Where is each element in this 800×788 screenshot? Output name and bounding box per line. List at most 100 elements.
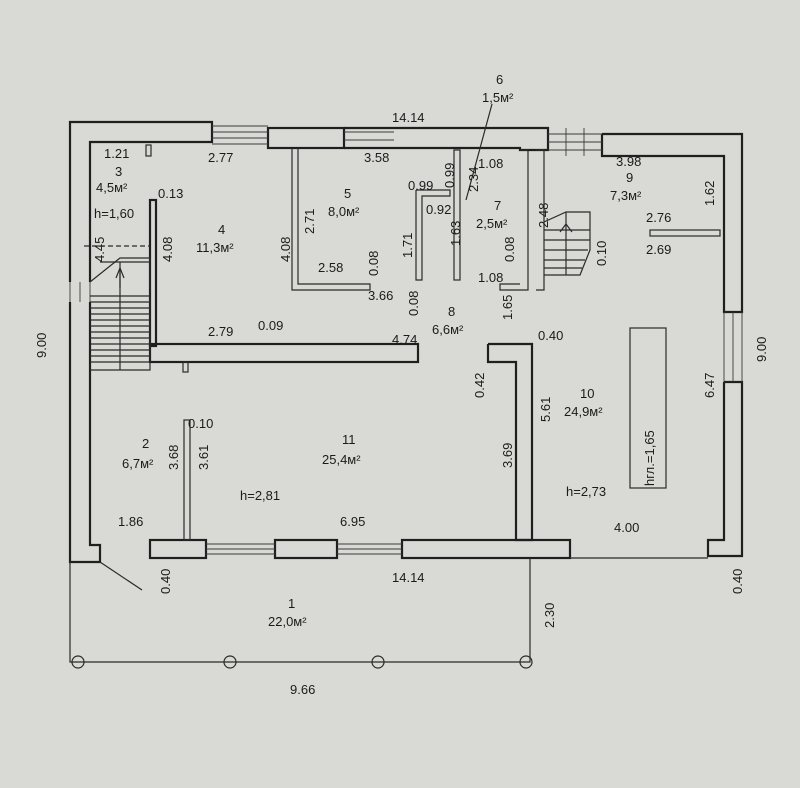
dim-1-08-a: 1.08 (478, 156, 503, 171)
dim-width-bottom: 14.14 (392, 570, 425, 585)
dim-0-92: 0.92 (426, 202, 451, 217)
wall-room2 (183, 419, 191, 541)
window-left (69, 282, 91, 302)
inspection-pit (629, 327, 667, 489)
dim-4-08-a: 4.08 (160, 237, 175, 262)
column-4 (519, 655, 533, 669)
room-8-number: 8 (448, 304, 455, 319)
dim-4-08-b: 4.08 (278, 237, 293, 262)
room-4-area: 11,3м² (196, 240, 234, 255)
room-10-height: h=2,73 (566, 484, 606, 499)
room-10-number: 10 (580, 386, 594, 401)
dim-0-10-b: 0.10 (188, 416, 213, 431)
dim-1-62: 1.62 (702, 181, 717, 206)
dim-4-45: 4.45 (92, 237, 107, 262)
room-6-area: 1,5м² (482, 90, 514, 105)
dim-wall-right: 0.40 (730, 569, 745, 594)
wall-room6 (415, 189, 451, 281)
room-labels: 1 22,0м² 2 6,7м² 3 4,5м² h=1,60 4 11,3м²… (94, 72, 657, 629)
room6-leader (465, 103, 493, 201)
dim-5-61: 5.61 (538, 397, 553, 422)
room-7-number: 7 (494, 198, 501, 213)
dim-2-69: 2.69 (646, 242, 671, 257)
column-1 (71, 655, 85, 669)
dim-0-08-c: 0.08 (406, 291, 421, 316)
dim-0-09: 0.09 (258, 318, 283, 333)
dim-0-40-mid: 0.40 (538, 328, 563, 343)
dim-0-08-b: 0.08 (502, 237, 517, 262)
wall-top-middle (344, 126, 550, 152)
wall-stub (182, 361, 189, 373)
dim-4-74: 4.74 (392, 332, 417, 347)
room-1-area: 22,0м² (268, 614, 307, 629)
wall-room5 (291, 148, 371, 291)
wall-room7-left (453, 149, 461, 281)
dim-6-95: 6.95 (340, 514, 365, 529)
dim-2-58: 2.58 (318, 260, 343, 275)
dim-0-08-a: 0.08 (366, 251, 381, 276)
dim-1-71: 1.71 (400, 233, 415, 258)
dim-3-66: 3.66 (368, 288, 393, 303)
window-top-left (212, 125, 268, 145)
dim-0-42: 0.42 (472, 373, 487, 398)
staircase-right (543, 211, 591, 276)
dim-terrace-depth: 2.30 (542, 603, 557, 628)
room-3-number: 3 (115, 164, 122, 179)
window-bottom-right (337, 543, 402, 555)
wall-room9-stub (649, 229, 721, 237)
windows (69, 125, 743, 555)
staircase-left (84, 245, 151, 371)
dim-2-79: 2.79 (208, 324, 233, 339)
dim-1-65: 1.65 (500, 295, 515, 320)
dim-width-top: 14.14 (392, 110, 425, 125)
room-9-number: 9 (626, 170, 633, 185)
window-top-middle (344, 131, 394, 141)
pit-depth: hгл.=1,65 (642, 430, 657, 486)
terrace (69, 557, 708, 669)
wall-left-lower (68, 302, 102, 564)
dim-height-right: 9.00 (754, 337, 769, 362)
room-8-area: 6,6м² (432, 322, 464, 337)
dim-0-13: 0.13 (158, 186, 183, 201)
dimensions: 14.14 14.14 9.00 9.00 9.66 2.30 0.40 0.4… (34, 110, 769, 697)
room-2-number: 2 (142, 436, 149, 451)
wall-room9-left (536, 149, 545, 291)
dim-height-left: 9.00 (34, 333, 49, 358)
dim-1-21: 1.21 (104, 146, 129, 161)
room-5-area: 8,0м² (328, 204, 360, 219)
room-4-number: 4 (218, 222, 225, 237)
room-3-height: h=1,60 (94, 206, 134, 221)
room-1-number: 1 (288, 596, 295, 611)
room-9-area: 7,3м² (610, 188, 642, 203)
wall-room10-left (486, 342, 534, 542)
wall-room7-right (499, 149, 529, 291)
dim-0-99-b: 0.99 (442, 163, 457, 188)
dim-2-77: 2.77 (208, 150, 233, 165)
room-3-area: 4,5м² (96, 180, 128, 195)
dim-0-10: 0.10 (594, 241, 609, 266)
column-2 (223, 655, 237, 669)
dim-0-99-a: 0.99 (408, 178, 433, 193)
dim-3-68: 3.68 (166, 445, 181, 470)
room-11-number: 11 (342, 432, 356, 447)
dim-2-34: 2.34 (466, 167, 481, 192)
dim-2-76: 2.76 (646, 210, 671, 225)
dim-wall-left: 0.40 (158, 569, 173, 594)
dim-2-48: 2.48 (536, 203, 551, 228)
window-bottom-left (206, 543, 275, 555)
room-10-area: 24,9м² (564, 404, 603, 419)
wall-stub-top (145, 144, 152, 157)
room-5-number: 5 (344, 186, 351, 201)
dim-6-47: 6.47 (702, 373, 717, 398)
column-3 (371, 655, 385, 669)
dim-1-08-b: 1.08 (478, 270, 503, 285)
dim-2-71: 2.71 (302, 209, 317, 234)
dim-3-69: 3.69 (500, 443, 515, 468)
room-11-height: h=2,81 (240, 488, 280, 503)
dim-1-86: 1.86 (118, 514, 143, 529)
room-7-area: 2,5м² (476, 216, 508, 231)
dim-terrace-length: 9.66 (290, 682, 315, 697)
room-11-area: 25,4м² (322, 452, 361, 467)
